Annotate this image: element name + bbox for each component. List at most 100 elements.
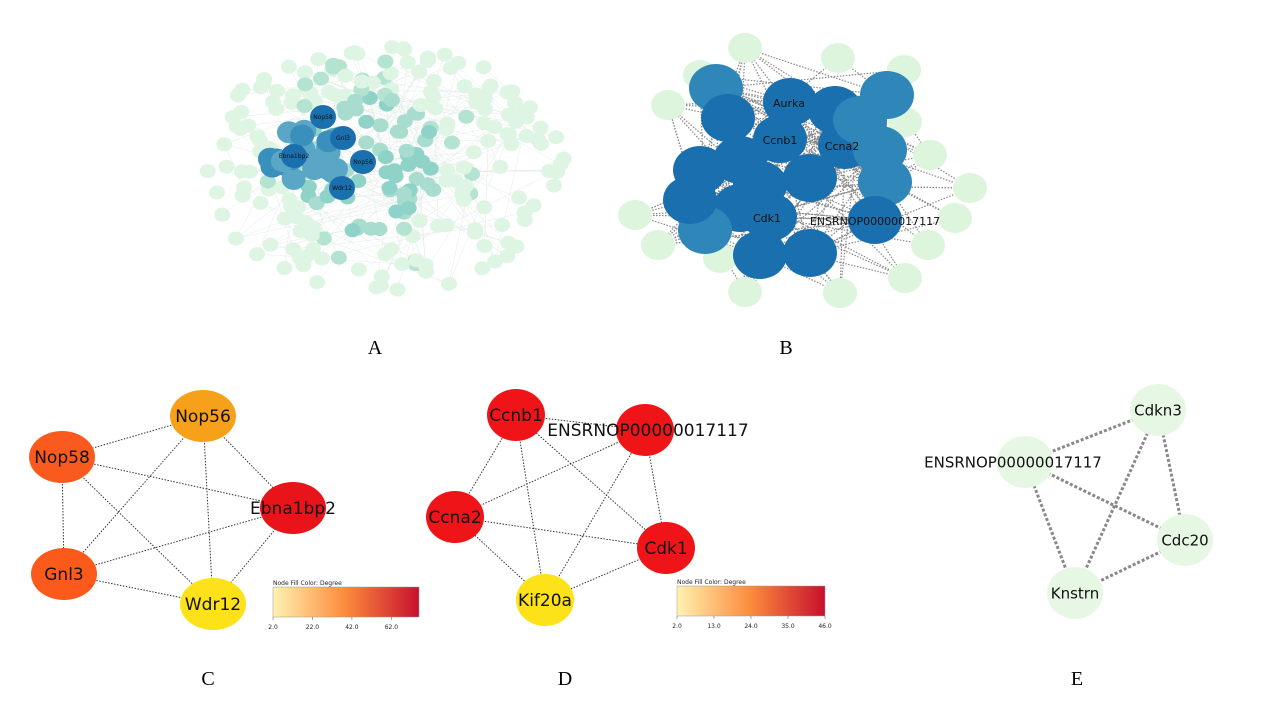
node <box>456 79 473 94</box>
node <box>408 253 425 268</box>
node <box>511 190 528 205</box>
node-label: Wdr12 <box>185 595 241 615</box>
node <box>641 230 675 260</box>
node <box>227 231 244 246</box>
node <box>442 60 459 75</box>
panel-label-e: E <box>1071 668 1083 690</box>
node <box>381 180 398 195</box>
node <box>236 180 253 195</box>
node <box>783 229 837 277</box>
node <box>728 33 762 63</box>
edge <box>844 144 971 189</box>
node <box>239 118 256 133</box>
node <box>476 91 493 106</box>
node <box>314 251 331 266</box>
edge <box>63 415 204 575</box>
node-label: Ccnb1 <box>489 406 543 426</box>
node <box>396 186 413 201</box>
node <box>911 230 945 260</box>
hub-node-gnl3 <box>330 126 356 150</box>
panel-label-d: D <box>558 668 572 690</box>
node <box>412 98 429 113</box>
node-ccna2 <box>426 491 484 543</box>
node-cdk1 <box>637 522 695 574</box>
node <box>283 95 300 110</box>
node <box>438 218 455 233</box>
node <box>763 78 817 126</box>
edge <box>401 134 510 265</box>
node-label: ENSRNOP00000017117 <box>810 215 940 228</box>
node-wdr12 <box>180 578 246 630</box>
color-gradient-bar <box>676 585 826 617</box>
node-label: Nop58 <box>313 114 333 121</box>
node <box>312 71 329 86</box>
node <box>458 109 475 124</box>
edge <box>381 236 413 277</box>
node-label: Gnl3 <box>336 135 350 142</box>
edge <box>454 429 646 518</box>
node-label: Ebna1bp2 <box>279 153 310 160</box>
node <box>388 204 405 219</box>
node <box>514 106 531 121</box>
edge <box>744 47 888 96</box>
node <box>280 59 297 74</box>
node-nop56 <box>170 390 236 442</box>
node <box>377 247 394 262</box>
node <box>199 164 216 179</box>
node-label: Cdkn3 <box>1134 401 1182 419</box>
node <box>419 53 436 68</box>
node <box>396 221 413 236</box>
node <box>475 60 492 75</box>
node <box>259 174 276 189</box>
node <box>618 200 652 230</box>
node <box>297 77 314 92</box>
hub-node-wdr12 <box>329 176 355 200</box>
node <box>821 43 855 73</box>
node <box>518 129 535 144</box>
node <box>392 124 409 139</box>
edge <box>1024 408 1159 464</box>
node <box>249 247 266 262</box>
node <box>251 133 268 148</box>
node <box>651 90 685 120</box>
node <box>494 217 511 232</box>
edge <box>715 69 905 89</box>
node-label: Ccna2 <box>825 140 859 153</box>
edge <box>235 200 405 239</box>
node <box>421 124 438 139</box>
node-cdkn3 <box>1130 384 1186 436</box>
node <box>305 221 322 236</box>
node <box>268 83 285 98</box>
node <box>443 135 460 150</box>
node <box>728 277 762 307</box>
node <box>350 262 367 277</box>
node <box>400 157 417 172</box>
node <box>476 238 493 253</box>
node <box>858 158 912 206</box>
node <box>833 96 887 144</box>
node-knstrn <box>1047 567 1103 619</box>
node <box>555 151 572 166</box>
node <box>913 140 947 170</box>
node-ccnb1 <box>487 389 545 441</box>
node <box>888 263 922 293</box>
node <box>701 94 755 142</box>
node <box>358 114 375 129</box>
node <box>465 145 482 160</box>
node <box>441 276 458 291</box>
legend-tick-label: 62.0 <box>385 624 399 631</box>
node <box>330 250 347 265</box>
node <box>252 80 269 95</box>
node <box>377 54 394 69</box>
edge <box>839 144 846 294</box>
node <box>218 159 235 174</box>
node <box>371 222 388 237</box>
node <box>439 116 456 131</box>
edge <box>515 414 667 549</box>
node <box>252 196 269 211</box>
edge <box>727 117 886 183</box>
legend-title: Node Fill Color: Degree <box>677 579 746 586</box>
